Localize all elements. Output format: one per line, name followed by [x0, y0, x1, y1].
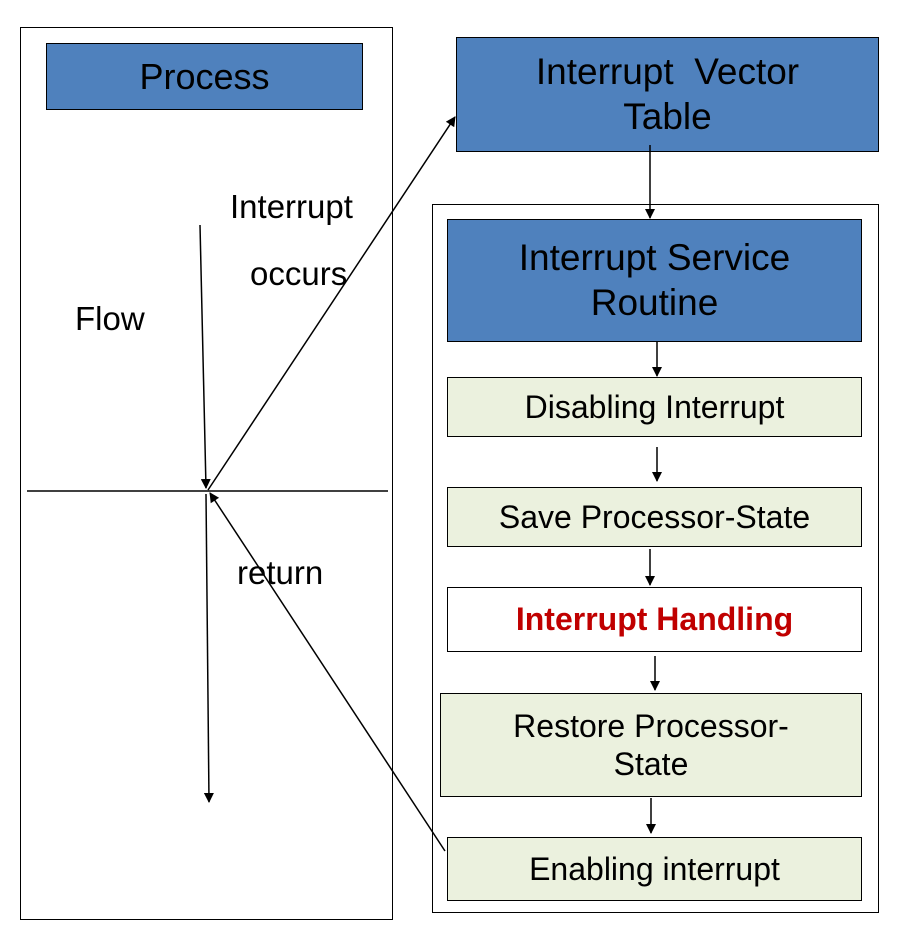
step-enabling-interrupt-label: Enabling interrupt	[529, 850, 780, 887]
isr-title-line1: Interrupt Service	[518, 237, 791, 279]
step-save-processor-state-label: Save Processor-State	[498, 498, 811, 535]
step-enabling-interrupt: Enabling interrupt	[447, 837, 862, 901]
step-interrupt-handling-label: Interrupt Handling	[515, 601, 794, 638]
interrupt-occurs-label-line1: Interrupt	[230, 188, 353, 225]
isr-title-box: Interrupt Service Routine	[447, 219, 862, 342]
step-restore-processor-state-line1: Restore Processor-	[513, 707, 789, 744]
vector-table-label-line1: Interrupt Vector	[535, 51, 800, 93]
process-panel	[20, 27, 393, 920]
interrupt-vector-table-box: Interrupt Vector Table	[456, 37, 879, 152]
step-restore-processor-state: Restore Processor- State	[440, 693, 862, 797]
isr-title-line2: Routine	[590, 281, 719, 323]
interrupt-occurs-label-line2: occurs	[250, 255, 348, 292]
step-save-processor-state: Save Processor-State	[447, 487, 862, 547]
flow-label: Flow	[75, 300, 145, 337]
return-label: return	[237, 554, 324, 591]
vector-table-label-line2: Table	[623, 95, 712, 137]
step-restore-processor-state-line2: State	[613, 746, 689, 782]
step-disabling-interrupt: Disabling Interrupt	[447, 377, 862, 437]
process-title-box: Process	[46, 43, 363, 110]
process-title: Process	[139, 55, 270, 97]
step-interrupt-handling: Interrupt Handling	[447, 587, 862, 652]
step-disabling-interrupt-label: Disabling Interrupt	[524, 388, 785, 425]
